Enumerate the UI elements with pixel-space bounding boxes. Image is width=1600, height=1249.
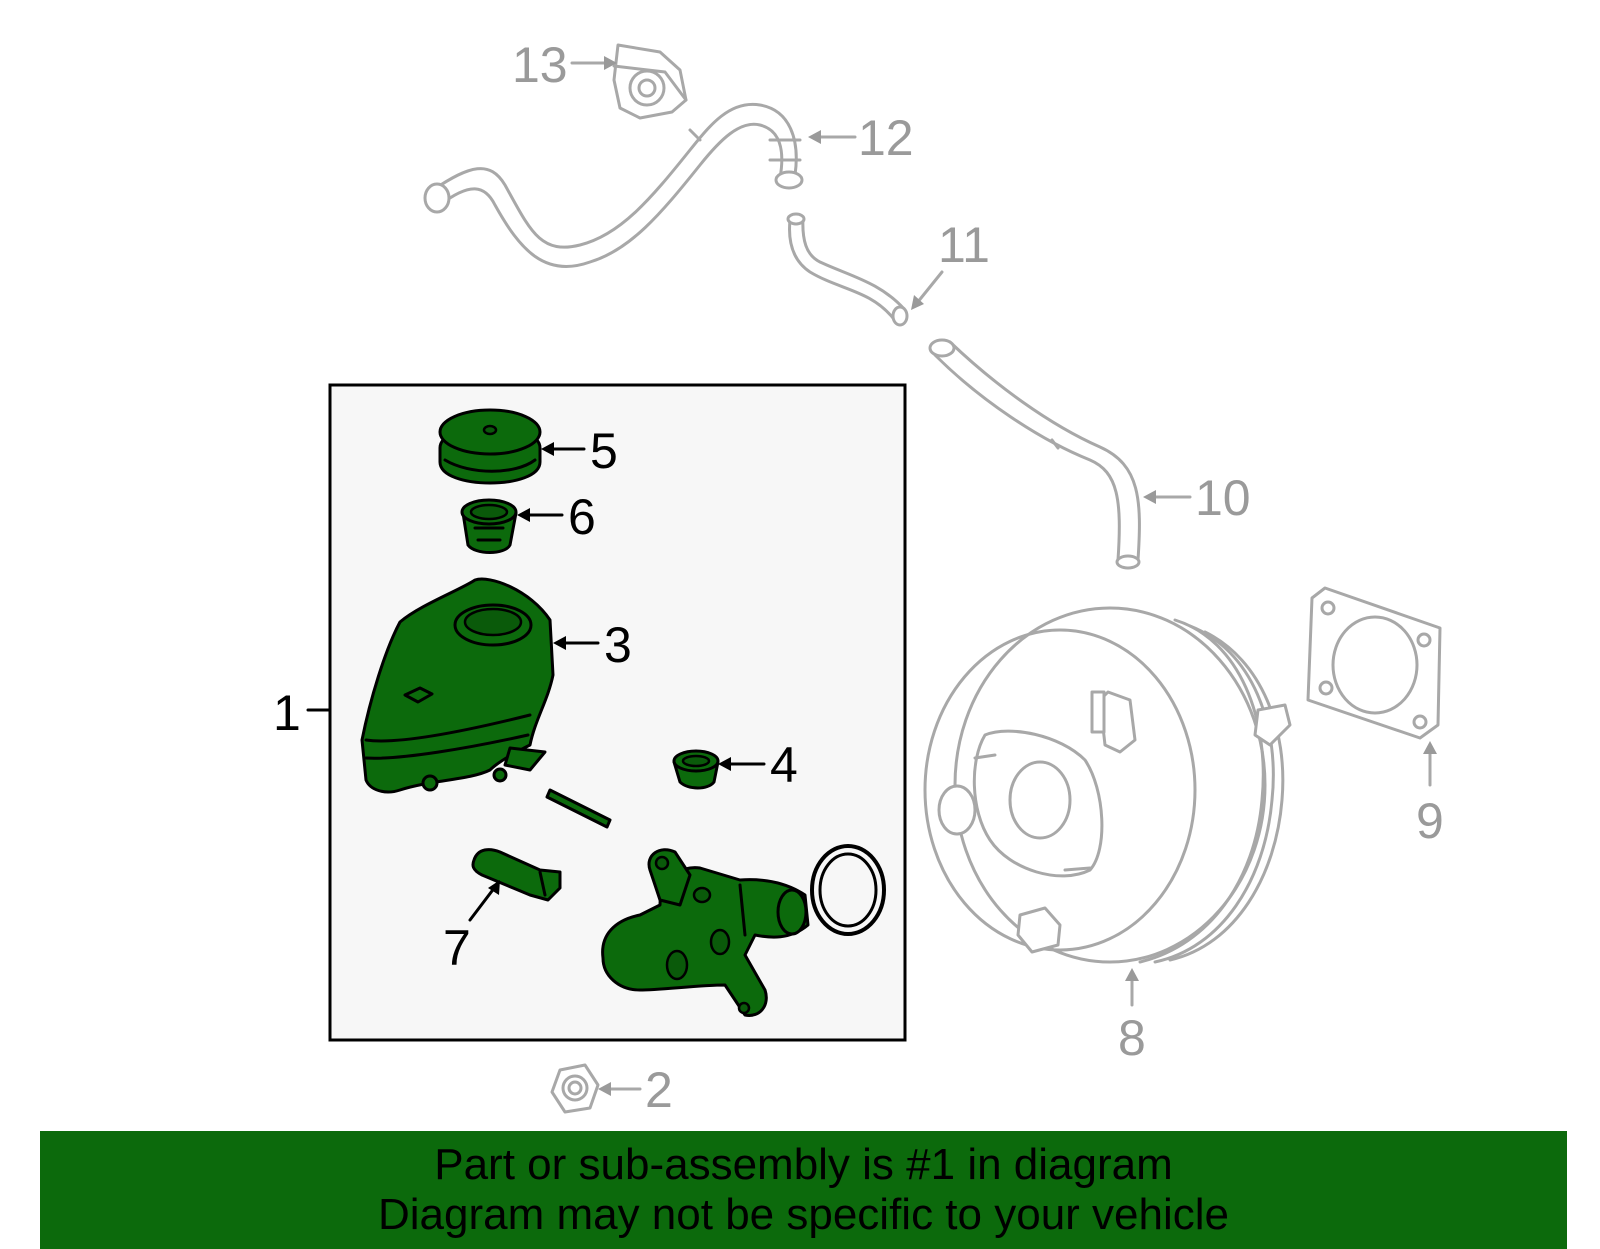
part-5-reservoir-cap[interactable] bbox=[438, 408, 542, 485]
callout-3: 3 bbox=[604, 617, 632, 673]
o-ring[interactable] bbox=[810, 844, 886, 936]
callout-4: 4 bbox=[770, 737, 798, 793]
callout-12: 12 bbox=[858, 110, 914, 166]
part-13-bracket[interactable] bbox=[612, 43, 688, 120]
callout-8: 8 bbox=[1118, 1010, 1146, 1066]
callout-9: 9 bbox=[1416, 793, 1444, 849]
part-9-gasket[interactable] bbox=[1306, 586, 1442, 740]
part-3-reservoir[interactable] bbox=[360, 577, 555, 794]
master-cylinder[interactable] bbox=[601, 848, 810, 1017]
pin[interactable] bbox=[545, 788, 612, 829]
part-12-vacuum-hose[interactable] bbox=[423, 102, 804, 268]
part-11-vacuum-hose[interactable] bbox=[786, 212, 909, 327]
part-6-strainer[interactable] bbox=[460, 498, 518, 554]
banner-line-1: Part or sub-assembly is #1 in diagram bbox=[434, 1140, 1173, 1189]
callout-13: 13 bbox=[512, 37, 568, 93]
callout-2: 2 bbox=[645, 1062, 673, 1118]
callout-10: 10 bbox=[1195, 470, 1251, 526]
part-10-vacuum-hose[interactable] bbox=[928, 338, 1141, 570]
info-banner: Part or sub-assembly is #1 in diagram Di… bbox=[40, 1131, 1567, 1249]
part-2-nut[interactable] bbox=[550, 1063, 600, 1114]
part-4-grommet[interactable] bbox=[672, 749, 720, 790]
callout-1: 1 bbox=[273, 685, 301, 741]
callout-7: 7 bbox=[443, 920, 471, 976]
callout-6: 6 bbox=[568, 489, 596, 545]
banner-line-2: Diagram may not be specific to your vehi… bbox=[377, 1190, 1230, 1239]
part-7-sensor[interactable] bbox=[471, 848, 562, 902]
part-8-brake-booster[interactable] bbox=[923, 606, 1292, 964]
callout-11: 11 bbox=[938, 217, 990, 273]
callout-5: 5 bbox=[590, 423, 618, 479]
